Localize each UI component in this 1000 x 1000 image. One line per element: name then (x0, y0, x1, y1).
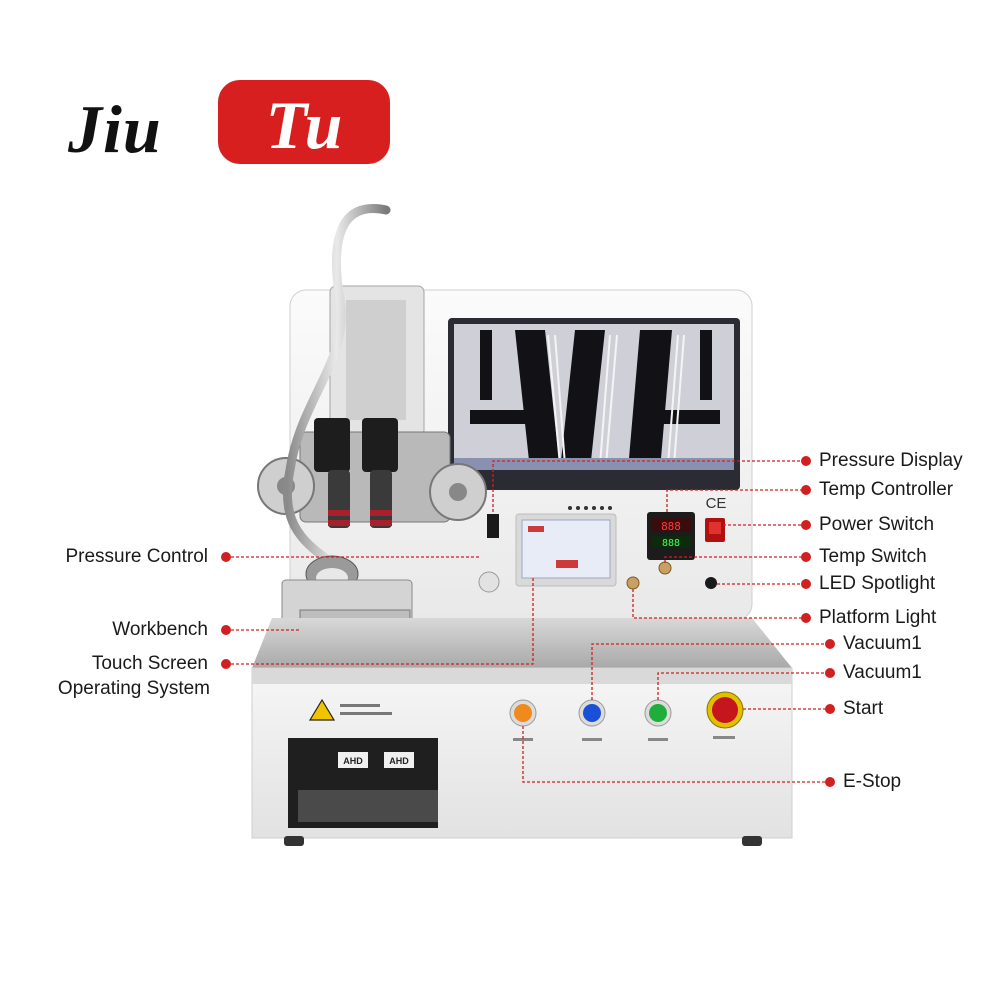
monitor-traces (470, 330, 720, 470)
foot-right (742, 836, 762, 846)
label-pressure-control: Pressure Control (65, 546, 208, 567)
button-start-green (649, 704, 667, 722)
led-spotlight-switch (705, 577, 717, 589)
label-workbench: Workbench (112, 619, 208, 640)
brand-logo-jiu: Jiu (68, 91, 162, 167)
label-temp-switch: Temp Switch (819, 546, 927, 567)
ahd-badge-2 (384, 752, 414, 768)
button-caption-marks (513, 736, 735, 741)
warning-text-2 (340, 712, 392, 715)
head-motor-right (362, 418, 398, 472)
temp-controller-screen-bottom (651, 536, 691, 548)
power-switch-rocker (709, 522, 721, 534)
ahd-badge-2-text: AHD (389, 756, 409, 766)
monitor-stripes (547, 334, 685, 466)
foot-left (284, 836, 304, 846)
leader-lines (226, 460, 830, 783)
label-pressure-display: Pressure Display (819, 450, 963, 471)
gooseneck-lamp (282, 204, 391, 565)
temp-switch-knob (658, 561, 672, 575)
label-touch-screen-line2: Operating System (57, 678, 210, 699)
temp-controller-readout-bottom: 888 (662, 538, 680, 549)
temp-controller-screen-top (651, 518, 691, 532)
warning-text-1 (340, 704, 380, 707)
warning-triangle (308, 698, 336, 721)
touch-screen-logo (528, 526, 544, 532)
label-vacuum1-b: Vacuum1 (843, 662, 922, 683)
leader-dots (221, 456, 835, 787)
monitor-bottom-strip (454, 458, 734, 470)
button-vacuum1-orange (514, 704, 532, 722)
pressure-knob (478, 571, 500, 593)
label-vacuum1-a: Vacuum1 (843, 633, 922, 654)
head-motor-left (314, 418, 350, 472)
touch-screen-button (556, 560, 578, 568)
brand-logo-badge: Tu (218, 80, 390, 164)
label-e-stop: E-Stop (843, 771, 902, 792)
head-plate (346, 300, 406, 420)
ahd-badge-1-text: AHD (343, 756, 363, 766)
label-start: Start (843, 698, 884, 719)
head-lens-rings (328, 510, 392, 526)
head-pulley-right-hub (449, 483, 467, 501)
platform-light-knob (626, 576, 640, 590)
panel-leds (568, 506, 612, 510)
ce-mark: CE (706, 495, 727, 512)
head-lens-left (328, 470, 350, 528)
label-touch-screen-line1: Touch Screen (91, 653, 208, 674)
base-top-edge (252, 668, 792, 684)
ahd-badge-1 (338, 752, 368, 768)
label-power-switch: Power Switch (819, 514, 935, 535)
label-temp-controller: Temp Controller (819, 479, 954, 500)
button-estop-red (712, 697, 738, 723)
pressure-display-meter (487, 514, 499, 538)
table-top (252, 618, 792, 668)
label-led-spotlight: LED Spotlight (819, 573, 936, 594)
temp-controller-readout-top: 888 (661, 520, 681, 533)
brand-logo-tu: Tu (265, 87, 343, 163)
label-platform-light: Platform Light (819, 607, 937, 628)
button-vacuum2-blue (583, 704, 601, 722)
drawer-tray (298, 790, 438, 822)
head-lens-right (370, 470, 392, 528)
